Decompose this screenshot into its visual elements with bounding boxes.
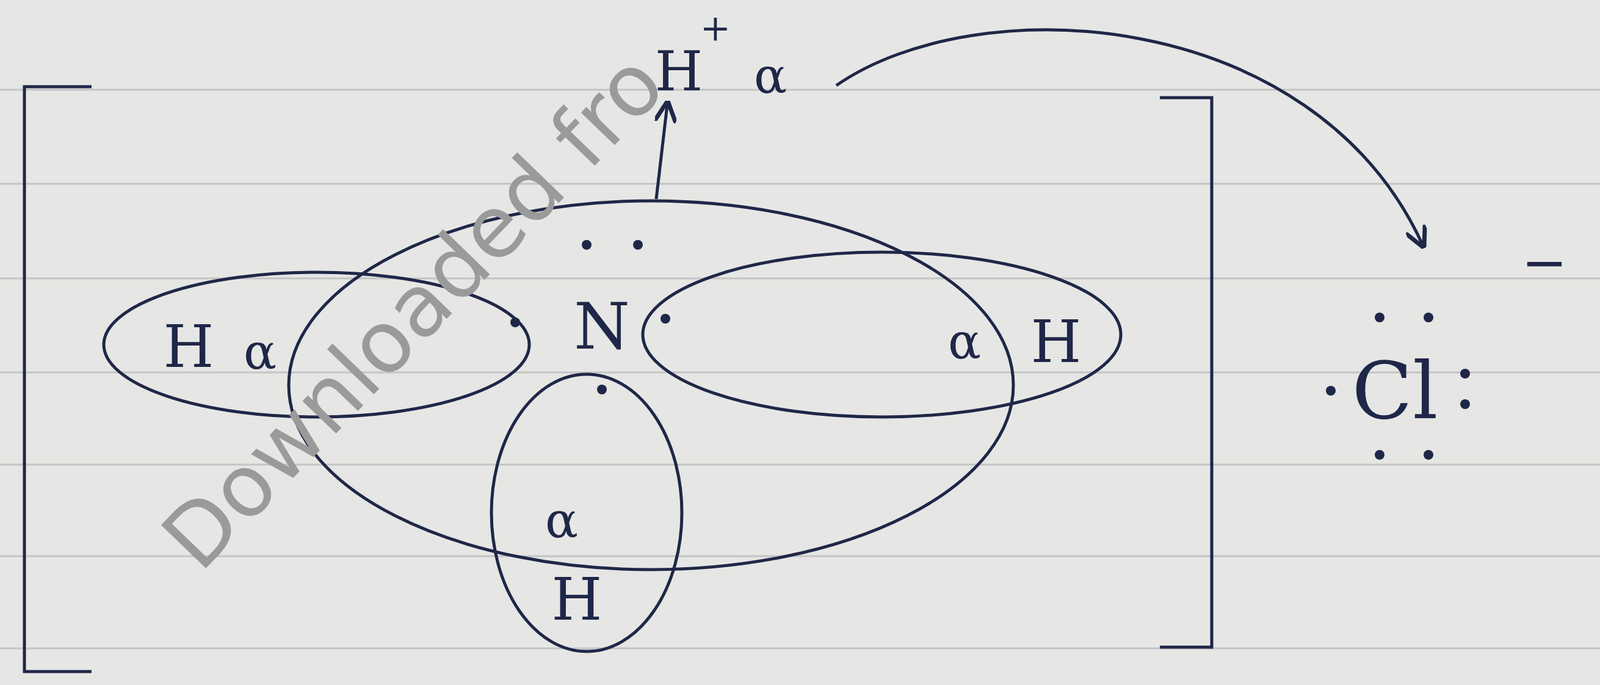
transfer-arrow bbox=[836, 29, 1423, 245]
right-bracket bbox=[1159, 97, 1212, 648]
left-bracket bbox=[24, 86, 92, 672]
charge-sign: + bbox=[700, 9, 731, 46]
atom-symbol: H bbox=[655, 43, 704, 99]
oval-line bbox=[642, 252, 1121, 417]
ruled-lines bbox=[0, 89, 1600, 649]
atom-symbol: N bbox=[573, 294, 630, 359]
bond-oval: αH bbox=[640, 250, 1123, 419]
electron-mark: α bbox=[948, 317, 981, 367]
electron-mark: α bbox=[545, 496, 579, 546]
atom-symbol: H bbox=[551, 570, 603, 629]
atom-symbol: Cl bbox=[1351, 351, 1438, 431]
oval-line bbox=[491, 374, 682, 652]
atom-symbol: H bbox=[1031, 313, 1082, 372]
atom-symbol: H bbox=[163, 318, 215, 377]
charge-sign: − bbox=[1521, 235, 1568, 290]
electron-mark: α bbox=[753, 51, 787, 101]
electron-mark: α bbox=[243, 327, 277, 377]
bond-oval: αH bbox=[489, 372, 684, 654]
electron-dots bbox=[510, 239, 1470, 460]
